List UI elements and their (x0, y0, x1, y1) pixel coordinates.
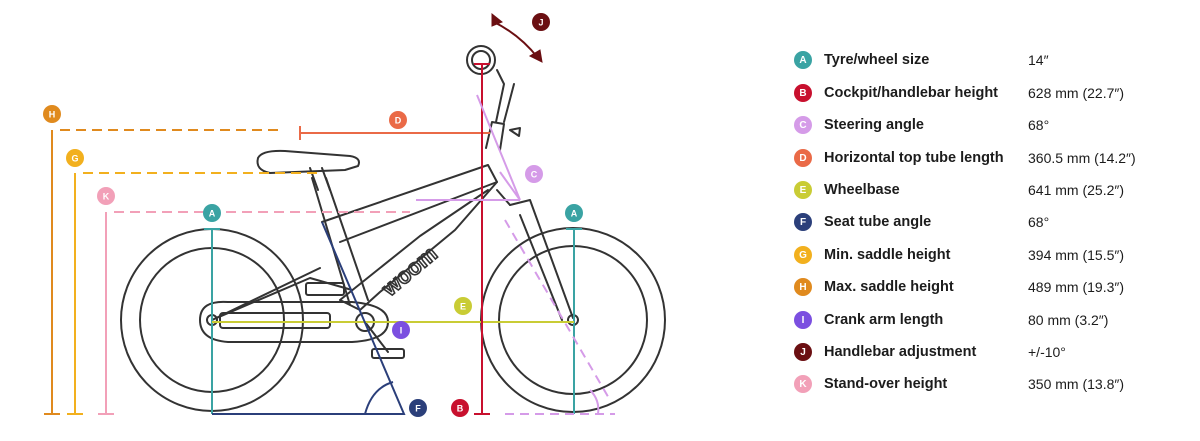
spec-row-crank-arm-length: I Crank arm length 80 mm (3.2″) (794, 306, 1108, 334)
pin-K: K (97, 187, 115, 205)
measure-D (299, 126, 490, 140)
svg-text:D: D (395, 116, 402, 126)
spec-badge: K (794, 375, 812, 393)
spec-value: 489 mm (19.3″) (1028, 279, 1124, 295)
spec-value: 14″ (1028, 52, 1049, 68)
spec-row-steering-angle: C Steering angle 68° (794, 111, 1049, 139)
top-tube (321, 164, 498, 243)
frame-logo: woom (376, 241, 442, 302)
measure-C (416, 94, 521, 201)
spec-badge: I (794, 311, 812, 329)
svg-text:I: I (400, 326, 403, 336)
spec-value: 360.5 mm (14.2″) (1028, 150, 1136, 166)
spec-value: 68° (1028, 214, 1050, 230)
spec-value: 80 mm (3.2″) (1028, 312, 1109, 328)
spec-row-horizontal-top-tube-length: D Horizontal top tube length 360.5 mm (1… (794, 144, 1136, 172)
measure-F (212, 221, 406, 415)
spec-row-wheelbase: E Wheelbase 641 mm (25.2″) (794, 176, 1124, 204)
spec-row-tyre-wheel-size: A Tyre/wheel size 14″ (794, 46, 1049, 74)
spec-row-handlebar-adjustment: J Handlebar adjustment +/-10° (794, 338, 1066, 366)
spec-badge: C (794, 116, 812, 134)
pin-B: B (451, 399, 469, 417)
spec-value: 68° (1028, 117, 1050, 133)
spec-badge: J (794, 343, 812, 361)
spec-badge: A (794, 51, 812, 69)
pin-A-rear: A (203, 204, 221, 222)
measure-G (67, 173, 83, 415)
spec-row-min-saddle-height: G Min. saddle height 394 mm (15.5″) (794, 241, 1124, 269)
measure-K (98, 212, 114, 415)
fork (509, 199, 574, 321)
spec-badge: D (794, 149, 812, 167)
spec-label: Stand-over height (824, 376, 948, 392)
spec-row-stand-over-height: K Stand-over height 350 mm (13.8″) (794, 370, 1124, 398)
svg-text:H: H (49, 110, 56, 120)
pin-F: F (409, 399, 427, 417)
pin-J: J (532, 13, 550, 31)
spec-label: Crank arm length (824, 312, 944, 328)
spec-badge: H (794, 278, 812, 296)
spec-label: Cockpit/handlebar height (824, 85, 999, 101)
pin-H: H (43, 105, 61, 123)
svg-text:A: A (571, 209, 578, 219)
pin-G: G (66, 149, 84, 167)
measure-J-arrow (493, 21, 539, 59)
spec-badge: E (794, 181, 812, 199)
saddle (256, 149, 360, 174)
spec-legend: A Tyre/wheel size 14″ B Cockpit/handleba… (794, 0, 1194, 441)
spec-label: Wheelbase (824, 182, 900, 198)
pin-A-front: A (565, 204, 583, 222)
svg-text:A: A (209, 209, 216, 219)
spec-row-seat-tube-angle: F Seat tube angle 68° (794, 208, 1049, 236)
spec-value: 394 mm (15.5″) (1028, 247, 1124, 263)
spec-badge: B (794, 84, 812, 102)
spec-label: Handlebar adjustment (824, 344, 977, 360)
measure-H (44, 130, 60, 415)
spec-badge: F (794, 213, 812, 231)
measurement-lines (44, 12, 615, 415)
spec-row-cockpit-handlebar-height: B Cockpit/handlebar height 628 mm (22.7″… (794, 79, 1124, 107)
spec-value: +/-10° (1028, 344, 1066, 360)
svg-text:C: C (531, 170, 538, 180)
svg-text:F: F (415, 404, 421, 414)
pin-C: C (525, 165, 543, 183)
head-tube (485, 121, 505, 151)
spec-label: Tyre/wheel size (824, 52, 930, 68)
spec-label: Max. saddle height (824, 279, 954, 295)
spec-value: 350 mm (13.8″) (1028, 376, 1124, 392)
svg-text:K: K (103, 192, 110, 202)
spec-value: 641 mm (25.2″) (1028, 182, 1124, 198)
measure-B (474, 63, 490, 415)
svg-text:J: J (538, 18, 543, 28)
spec-label: Horizontal top tube length (824, 150, 1004, 166)
pin-D: D (389, 111, 407, 129)
pin-E: E (454, 297, 472, 315)
bike-geometry-diagram: woom H G K A (43, 12, 666, 417)
bike-drawing (120, 45, 666, 413)
spec-badge: G (794, 246, 812, 264)
spec-label: Steering angle (824, 117, 924, 133)
spec-label: Seat tube angle (824, 214, 932, 230)
svg-text:E: E (460, 302, 466, 312)
spec-row-max-saddle-height: H Max. saddle height 489 mm (19.3″) (794, 273, 1124, 301)
spec-label: Min. saddle height (824, 247, 951, 263)
svg-text:G: G (71, 154, 78, 164)
diagram-pins: H G K A A D C E I F B J (43, 13, 583, 417)
spec-value: 628 mm (22.7″) (1028, 85, 1124, 101)
svg-text:B: B (457, 404, 464, 414)
pin-I: I (392, 321, 410, 339)
